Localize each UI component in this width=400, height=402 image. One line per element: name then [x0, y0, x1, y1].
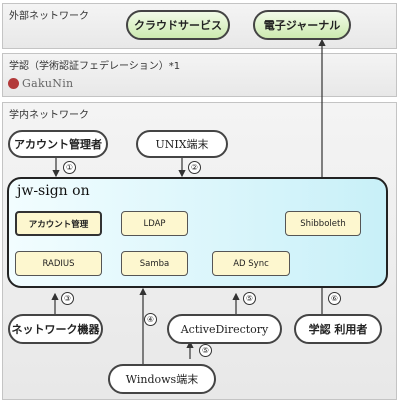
- module-samba[interactable]: Samba: [121, 251, 188, 276]
- module-radius[interactable]: RADIUS: [15, 251, 102, 276]
- step-marker-3: ③: [61, 292, 74, 305]
- campus-network-label: 学内ネットワーク: [9, 110, 89, 121]
- module-ldap[interactable]: LDAP: [121, 211, 188, 236]
- account-admin-node[interactable]: アカウント管理者: [8, 130, 108, 158]
- e-journal-button[interactable]: 電子ジャーナル: [253, 10, 351, 40]
- step-marker-5b: ⑤: [199, 344, 212, 357]
- step-marker-6: ⑥: [328, 292, 341, 305]
- network-device-node[interactable]: ネットワーク機器: [8, 314, 103, 344]
- gakunin-user-node[interactable]: 学認 利用者: [294, 314, 382, 344]
- cloud-service-button[interactable]: クラウドサービス: [126, 10, 230, 40]
- jw-sign-on-title: jw-sign on: [17, 183, 90, 199]
- gakunin-zone: 学認（学術認証フェデレーション）*1: [2, 53, 397, 97]
- step-marker-1: ①: [63, 161, 76, 174]
- step-marker-4: ④: [144, 313, 157, 326]
- windows-terminal-node[interactable]: Windows端末: [108, 364, 216, 394]
- step-marker-2: ②: [188, 161, 201, 174]
- module-shibboleth[interactable]: Shibboleth: [285, 211, 361, 236]
- step-marker-5a: ⑤: [243, 292, 256, 305]
- gakunin-logo-text: GakuNin: [22, 77, 74, 90]
- external-network-label: 外部ネットワーク: [9, 11, 89, 22]
- unix-terminal-node[interactable]: UNIX端末: [136, 130, 228, 158]
- active-directory-node[interactable]: ActiveDirectory: [167, 314, 282, 344]
- module-account-management[interactable]: アカウント管理: [15, 211, 102, 236]
- gakunin-logo-icon: [8, 78, 19, 89]
- module-ad-sync[interactable]: AD Sync: [212, 251, 290, 276]
- jw-sign-on-box: jw-sign on アカウント管理 LDAP Shibboleth RADIU…: [7, 177, 388, 288]
- gakunin-label: 学認（学術認証フェデレーション）*1: [9, 61, 181, 72]
- gakunin-logo: GakuNin: [8, 77, 73, 90]
